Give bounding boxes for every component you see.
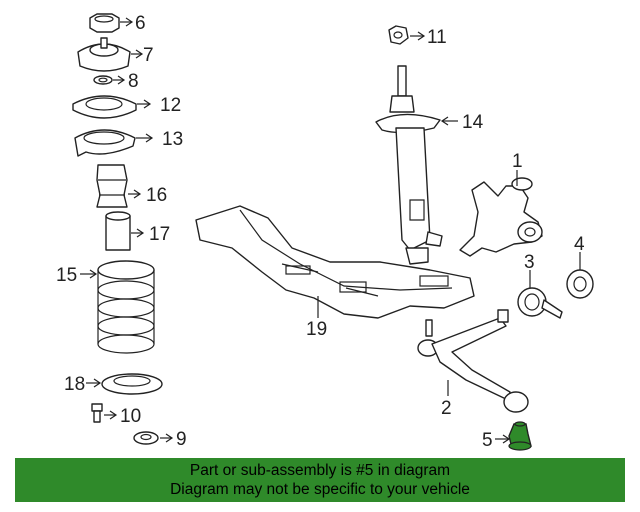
part-16-bump-stop[interactable]: [96, 164, 128, 208]
part-info-banner: Part or sub-assembly is #5 in diagram Di…: [15, 458, 625, 502]
part-17-dust-boot[interactable]: [105, 211, 131, 251]
part-19-subframe[interactable]: [195, 205, 475, 319]
part-13-spring-pad[interactable]: [74, 129, 136, 157]
part-2-control-arm[interactable]: [417, 309, 529, 413]
part-12-spring-seat[interactable]: [72, 95, 137, 119]
callout-8: 8: [128, 71, 139, 92]
callout-12: 12: [160, 95, 181, 116]
callout-16: 16: [146, 185, 167, 206]
part-7-strut-mount[interactable]: [77, 37, 131, 72]
callout-9: 9: [176, 429, 187, 450]
banner-line-2: Diagram may not be specific to your vehi…: [170, 481, 470, 498]
callout-14: 14: [462, 112, 484, 133]
callout-2: 2: [441, 398, 452, 419]
part-6-mount-nut[interactable]: [89, 13, 120, 33]
callout-13: 13: [162, 129, 183, 150]
part-4-wheel-bearing[interactable]: [566, 269, 594, 299]
part-9-nut[interactable]: [133, 431, 159, 445]
banner-line-1: Part or sub-assembly is #5 in diagram: [189, 462, 451, 479]
callout-1: 1: [512, 151, 523, 172]
callout-11: 11: [427, 27, 447, 48]
callout-19: 19: [306, 319, 327, 340]
part-10-bolt[interactable]: [91, 403, 103, 423]
callout-4: 4: [574, 234, 585, 255]
part-11-strut-nut[interactable]: [388, 25, 409, 45]
callout-10: 10: [120, 406, 141, 427]
parts-diagram: 6 7 8 12 13 16 17: [56, 13, 594, 451]
callout-15: 15: [56, 265, 77, 286]
callout-5: 5: [482, 430, 493, 451]
callout-18: 18: [64, 374, 85, 395]
part-3-hub[interactable]: [517, 287, 563, 319]
part-1-steering-knuckle[interactable]: [459, 177, 543, 257]
part-5-ball-joint[interactable]: [508, 421, 532, 451]
part-15-coil-spring[interactable]: [97, 260, 155, 354]
part-18-lower-spring-pad[interactable]: [101, 373, 163, 395]
callout-7: 7: [143, 45, 154, 66]
callout-3: 3: [524, 252, 535, 273]
callout-17: 17: [149, 224, 170, 245]
callout-6: 6: [135, 13, 146, 34]
part-14-strut-assembly[interactable]: [375, 65, 443, 265]
part-8-washer[interactable]: [93, 75, 113, 85]
